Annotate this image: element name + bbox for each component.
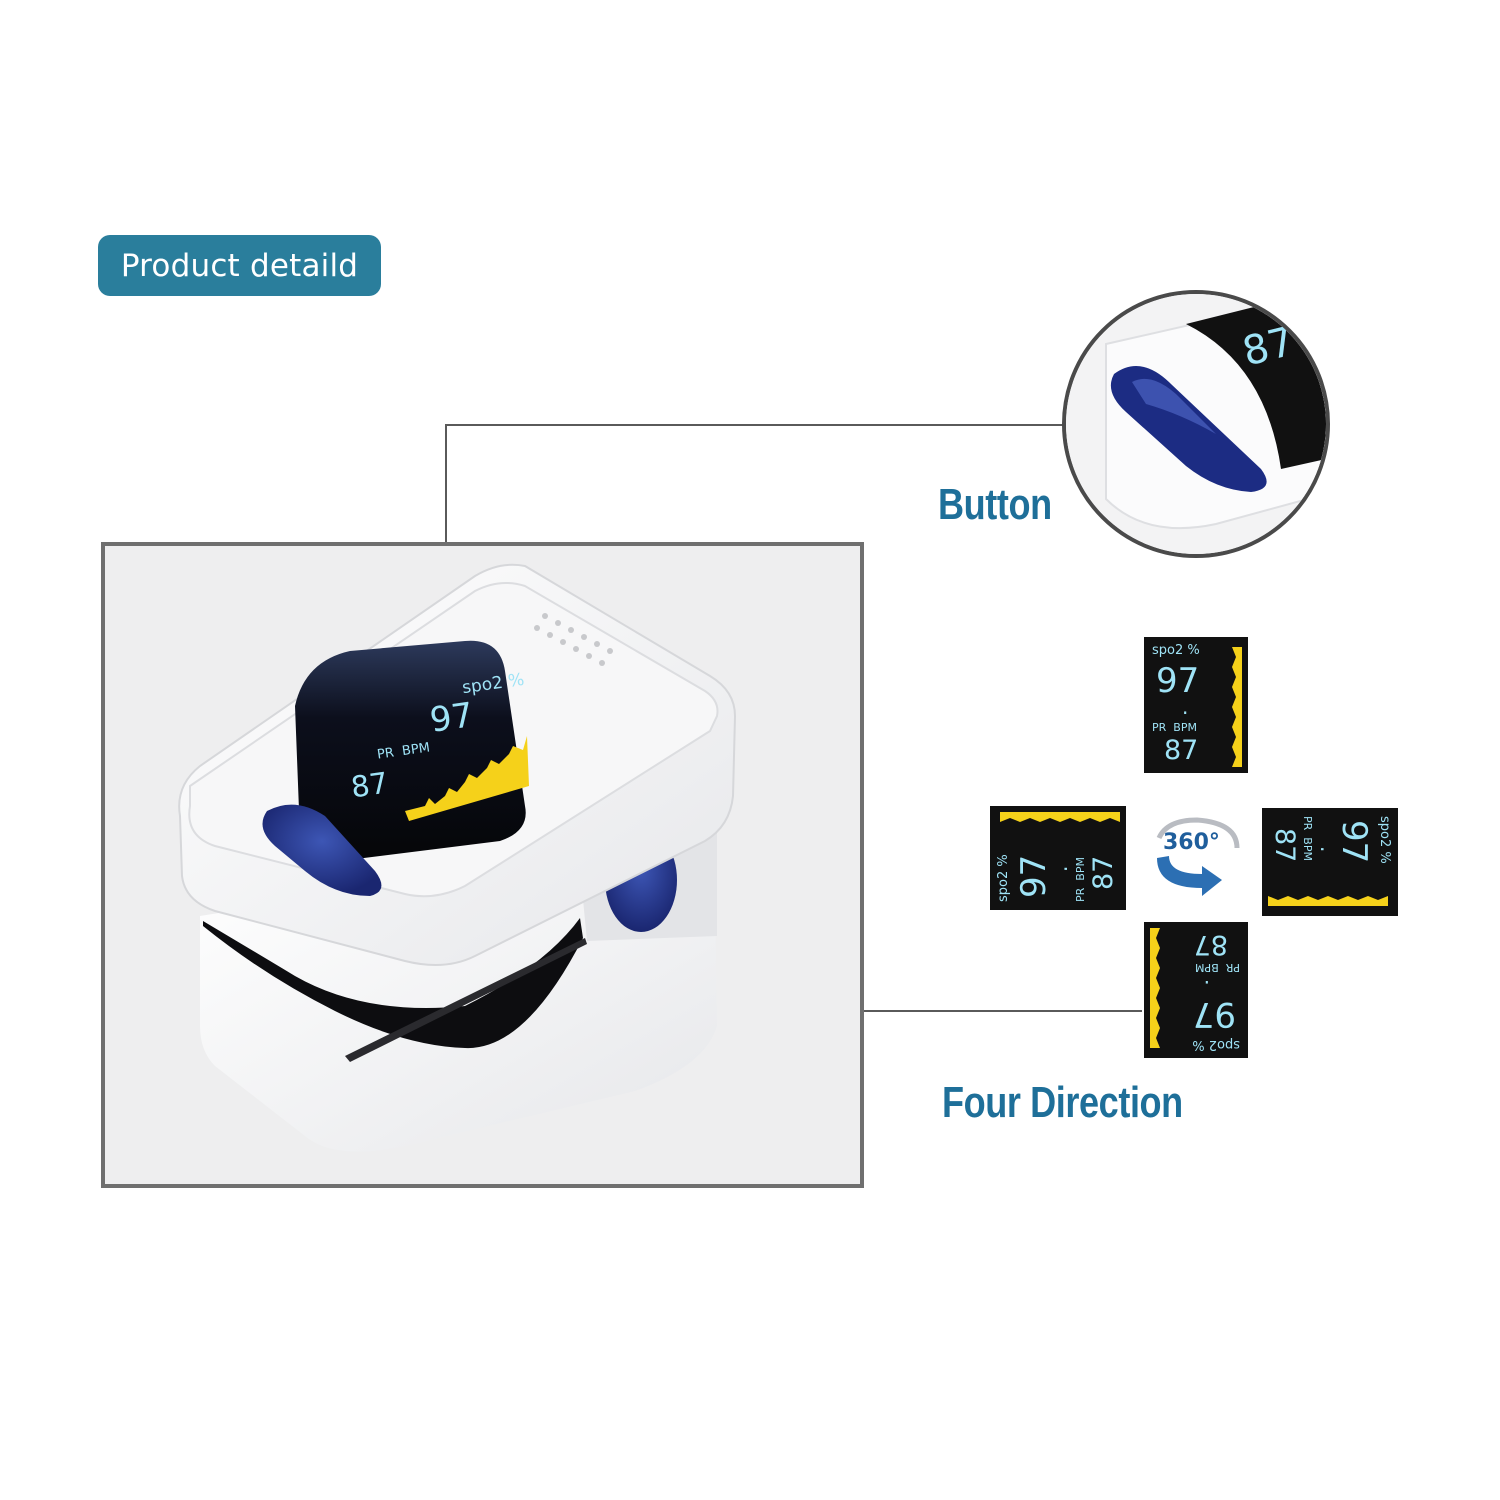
device-screen — [295, 640, 526, 862]
screen-pr-value: 87 — [348, 765, 391, 805]
right-spo2-value: 97 — [1334, 820, 1374, 864]
rotation-360-icon: 360° — [1147, 808, 1247, 898]
left-spo2-value: 97 — [1014, 854, 1054, 898]
finger-opening — [203, 918, 583, 1049]
right-dot: . — [1316, 846, 1340, 853]
oximeter-device-illustration — [178, 563, 737, 1152]
down-pr-value: 87 — [1193, 929, 1228, 960]
product-detail-badge: Product detaild — [98, 235, 381, 296]
left-pr-bpm-label: PR BPM — [1074, 857, 1087, 902]
down-pr-bpm-label: PR BPM — [1195, 961, 1240, 974]
right-pr-value: 87 — [1269, 828, 1300, 863]
up-spo2-label: spo2 % — [1152, 643, 1200, 658]
button-zoom-circle: 87 — [1062, 290, 1330, 558]
down-dot: . — [1203, 976, 1210, 1000]
display-orientation-left: spo2 % 97 . PR BPM 87 — [990, 806, 1126, 910]
badge-label: Product detaild — [120, 247, 359, 284]
down-spo2-label: spo2 % — [1192, 1037, 1240, 1052]
down-waveform — [1150, 928, 1160, 1048]
button-zoom-illustration — [1066, 294, 1326, 554]
display-orientation-up: spo2 % 97 . PR BPM 87 — [1144, 637, 1248, 773]
right-waveform — [1268, 896, 1388, 906]
four-direction-label: Four Direction — [942, 1078, 1183, 1127]
left-pr-value: 87 — [1088, 855, 1119, 890]
front-button — [262, 804, 382, 896]
up-pr-bpm-label: PR BPM — [1152, 721, 1197, 734]
display-orientation-right: spo2 % 97 . PR BPM 87 — [1262, 808, 1398, 916]
product-image-frame: spo2 % 97 PR BPM 87 — [101, 542, 864, 1188]
screen-pulse-waveform — [405, 736, 529, 821]
up-spo2-value: 97 — [1156, 661, 1200, 701]
connector-line-top-vertical — [445, 424, 447, 544]
button-callout-label: Button — [938, 480, 1052, 529]
display-orientation-down: spo2 % 97 . PR BPM 87 — [1144, 922, 1248, 1058]
right-pr-bpm-label: PR BPM — [1301, 816, 1314, 861]
left-waveform — [1000, 812, 1120, 822]
up-dot: . — [1182, 695, 1189, 719]
left-spo2-label: spo2 % — [996, 854, 1011, 902]
right-spo2-label: spo2 % — [1377, 816, 1392, 864]
up-pr-value: 87 — [1164, 735, 1199, 766]
connector-line-top-horizontal — [445, 424, 1065, 426]
left-dot: . — [1048, 865, 1072, 872]
speaker-grille-dots — [534, 613, 613, 666]
connector-line-bottom-horizontal — [860, 1010, 1142, 1012]
up-waveform — [1232, 647, 1242, 767]
rotation-360-label: 360° — [1163, 830, 1220, 855]
down-spo2-value: 97 — [1192, 994, 1236, 1034]
